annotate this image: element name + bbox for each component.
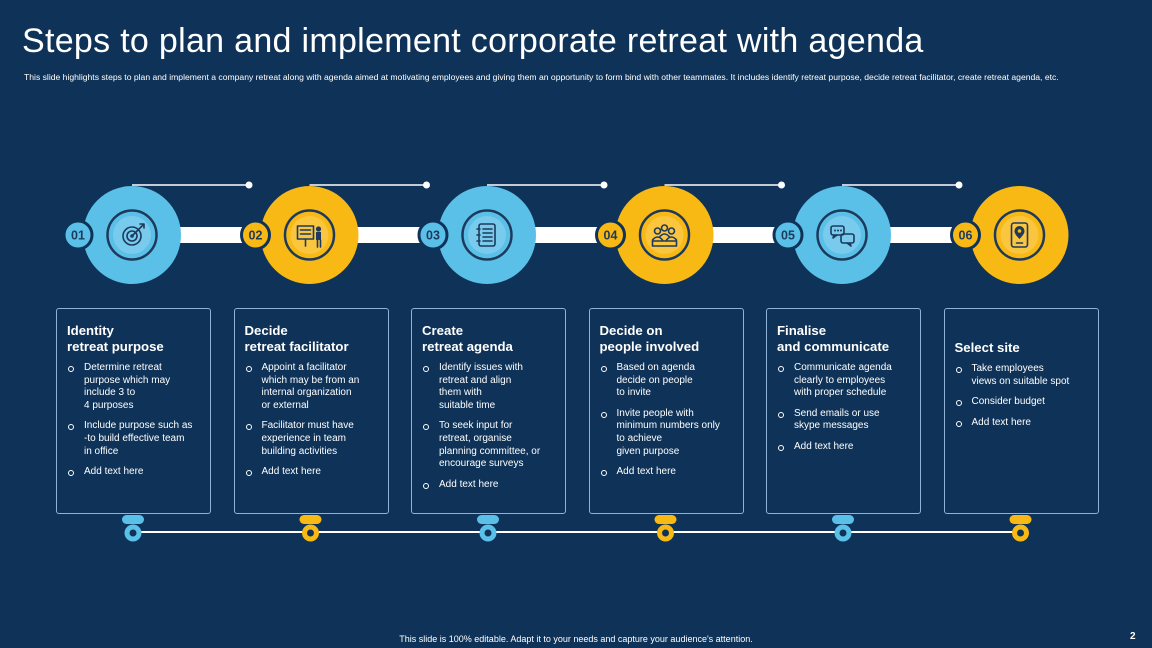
top-connector-dot xyxy=(955,181,963,189)
step-number: 01 xyxy=(71,229,85,243)
card-bullet-list: Determine retreat purpose which may incl… xyxy=(67,362,200,479)
top-connector-dot xyxy=(423,181,430,189)
card-bullet: Facilitator must have experience in team… xyxy=(245,420,378,458)
step-number-badge xyxy=(595,219,626,251)
step-number: 03 xyxy=(426,229,440,243)
card-pin-tab xyxy=(1009,515,1032,524)
step-number: 05 xyxy=(781,229,795,243)
icon-ring xyxy=(461,209,513,261)
card-pin-tab xyxy=(477,515,499,524)
card-title: Create retreat agenda xyxy=(422,323,513,354)
card-bullet: Appoint a facilitator which may be from … xyxy=(245,362,378,412)
page-number: 2 xyxy=(1130,631,1136,642)
step-number: 06 xyxy=(959,229,973,243)
step-number-badge xyxy=(950,219,981,251)
presentation-board-icon xyxy=(296,225,322,248)
card-bullet: Determine retreat purpose which may incl… xyxy=(67,362,200,412)
card-bullet: Include purpose such as -to build effect… xyxy=(67,420,200,458)
step-node-01: 01 xyxy=(62,186,181,542)
step-node-04: 04 xyxy=(595,186,714,542)
top-connector-dot xyxy=(778,181,785,189)
card-pin-tab xyxy=(832,515,854,524)
card-bullet: Add text here xyxy=(600,466,733,479)
card-title: Identity retreat purpose xyxy=(67,323,164,354)
card-pin-tab xyxy=(654,515,677,524)
card-bullet: Add text here xyxy=(777,441,910,454)
card-bullet: To seek input for retreat, organise plan… xyxy=(422,420,555,470)
card-title: Decide retreat facilitator xyxy=(244,323,349,354)
card-title: Select site xyxy=(954,340,1020,355)
card-bullet-list: Identify issues with retreat and align t… xyxy=(422,362,555,491)
card-bullet-list: Appoint a facilitator which may be from … xyxy=(245,362,378,479)
icon-ring xyxy=(638,209,691,261)
target-icon xyxy=(122,223,145,246)
step-number-badge xyxy=(240,219,271,251)
card-bullet: Send emails or use skype messages xyxy=(777,408,910,433)
step-number-badge xyxy=(772,219,804,251)
step-node-02: 02 xyxy=(240,186,359,542)
chat-bubbles-icon xyxy=(830,225,855,247)
card-bullet: Add text here xyxy=(422,479,555,492)
card-bullet: Consider budget xyxy=(955,396,1088,409)
step-node-03: 03 xyxy=(417,186,536,542)
card-pin-tab xyxy=(122,515,144,524)
agenda-book-icon xyxy=(476,223,496,247)
card-bullet-list: Communicate agenda clearly to employees … xyxy=(777,362,910,454)
step-node-06: 06 xyxy=(950,186,1069,542)
card-title: Decide on people involved xyxy=(599,323,700,354)
card-bullet: Based on agenda decide on people to invi… xyxy=(600,362,733,400)
icon-ring xyxy=(283,209,336,261)
mobile-location-icon xyxy=(1010,222,1029,248)
top-connector-dot xyxy=(600,181,608,189)
slide-subtitle: This slide highlights steps to plan and … xyxy=(24,72,1059,82)
step-number-badge xyxy=(417,219,449,251)
card-bullet: Add text here xyxy=(955,417,1088,430)
footer-note: This slide is 100% editable. Adapt it to… xyxy=(399,634,753,644)
step-number-badge xyxy=(62,219,94,251)
card-pin-tab xyxy=(299,515,322,524)
card-title: Finalise and communicate xyxy=(777,323,890,354)
card-bullet: Invite people with minimum numbers only … xyxy=(600,408,733,458)
step-number: 02 xyxy=(249,229,263,243)
step-node-05: 05 xyxy=(772,186,891,542)
slide-title: Steps to plan and implement corporate re… xyxy=(22,22,924,60)
card-bullet-list: Based on agenda decide on people to invi… xyxy=(600,362,733,479)
card-bullet: Identify issues with retreat and align t… xyxy=(422,362,555,412)
people-group-icon xyxy=(651,224,678,247)
card-bullet: Take employees views on suitable spot xyxy=(955,363,1088,388)
card-bullet: Communicate agenda clearly to employees … xyxy=(777,362,910,400)
step-number: 04 xyxy=(604,229,618,243)
card-bullet: Add text here xyxy=(245,466,378,479)
top-connector-dot xyxy=(245,181,253,189)
card-bullet: Add text here xyxy=(67,466,200,479)
